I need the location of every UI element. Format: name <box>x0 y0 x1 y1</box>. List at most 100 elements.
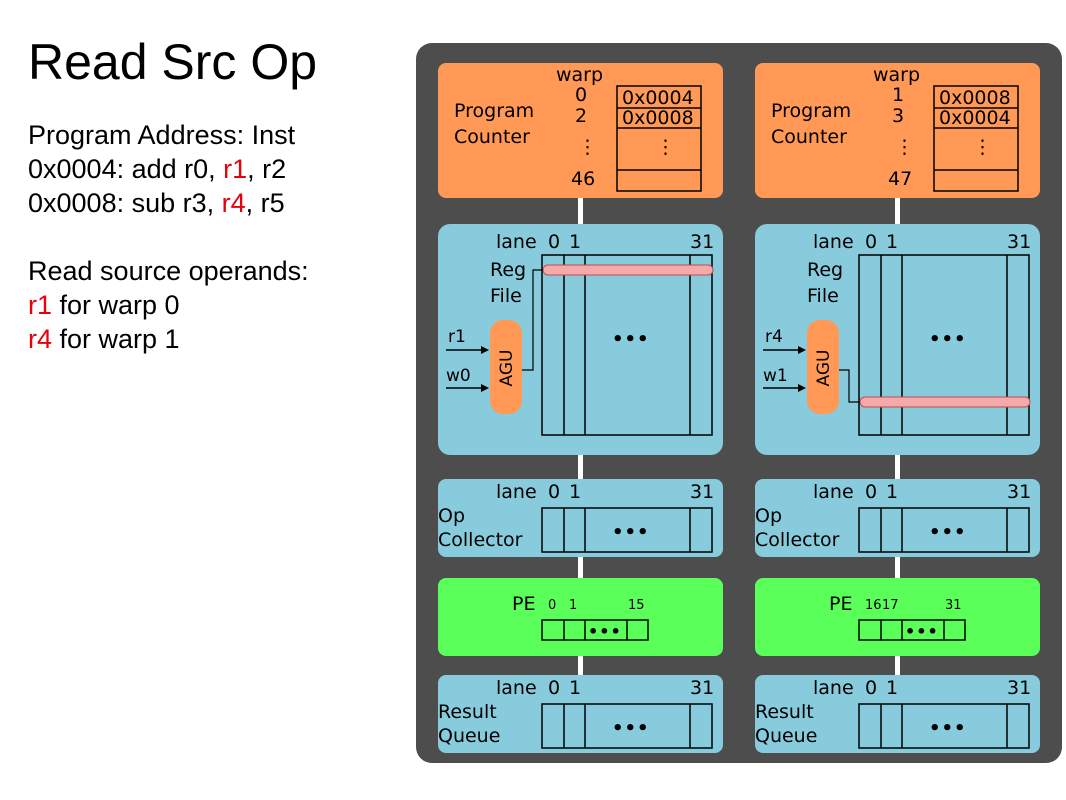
operand-input-label: r1 <box>448 327 466 347</box>
stage-connector <box>895 656 900 675</box>
vertical-ellipsis: ⋮ <box>578 136 597 158</box>
stage-connector <box>578 557 583 578</box>
register-file-grid <box>858 254 1030 436</box>
stage-connector <box>578 656 583 675</box>
lane-id: 1 <box>886 481 898 503</box>
operand-arrow-head <box>481 346 489 354</box>
warp-id: 3 <box>892 105 904 127</box>
program-counter-label: Program <box>771 100 851 122</box>
operand-collector-stage <box>755 479 1040 557</box>
operand-collector-label: Collector <box>755 529 840 551</box>
pc-table <box>616 85 702 192</box>
ellipsis: ••• <box>905 622 939 641</box>
program-counter-stage <box>438 63 723 198</box>
pc-table <box>933 85 1019 192</box>
result-queue-label: Result <box>755 701 814 723</box>
result-queue-stage <box>438 675 723 753</box>
warp-id: 0 <box>575 84 587 106</box>
ellipsis: ••• <box>588 622 622 641</box>
stage-connector <box>578 196 583 224</box>
warp-header: warp <box>556 64 603 86</box>
inst1-prefix: 0x0004: add r0, <box>28 154 224 184</box>
lane-header: lane <box>813 481 854 503</box>
program-counter-label: Program <box>454 100 534 122</box>
register-file-label: File <box>490 285 522 307</box>
ellipsis: ••• <box>612 718 650 739</box>
result-queue-label: Result <box>438 701 497 723</box>
result-queue-label: Queue <box>438 725 500 747</box>
processing-element-label: PE <box>829 593 852 615</box>
register-row-highlight <box>859 396 1031 408</box>
read2-rest: for warp 1 <box>52 324 180 354</box>
operand-collector-label: Collector <box>438 529 523 551</box>
program-header: Program Address: Inst <box>28 120 296 150</box>
register-file-grid <box>541 254 713 436</box>
read-line-1: r1 for warp 0 <box>28 288 309 322</box>
vertical-ellipsis: ⋮ <box>973 136 992 158</box>
processing-element-label: PE <box>512 593 535 615</box>
agu-unit <box>807 320 839 414</box>
lane-header: lane <box>813 677 854 699</box>
lane-id: 31 <box>690 231 714 253</box>
operand-input-label: r4 <box>765 327 783 347</box>
vertical-ellipsis: ⋮ <box>895 136 914 158</box>
processing-element-stage <box>755 578 1040 656</box>
slide-title: Read Src Op <box>28 34 318 90</box>
register-file-label: Reg <box>807 259 843 281</box>
lane-id: 0 <box>865 481 877 503</box>
ellipsis: ••• <box>929 522 967 543</box>
register-row-highlight <box>542 264 714 276</box>
read-header: Read source operands: <box>28 256 309 286</box>
operand-arrow-head <box>798 346 806 354</box>
warp-input-label: w1 <box>763 366 788 386</box>
result-queue-slots <box>858 703 1030 749</box>
agu-label: AGU <box>814 350 834 387</box>
inst1-suffix: , r2 <box>247 154 287 184</box>
warp-arrow-head <box>798 384 806 392</box>
result-queue-label: Queue <box>755 725 817 747</box>
warp-id: 2 <box>575 105 587 127</box>
read-line-2: r4 for warp 1 <box>28 322 309 356</box>
register-file-stage <box>755 224 1040 455</box>
stage-connector <box>895 196 900 224</box>
lane-id: 31 <box>690 677 714 699</box>
slide-body: Program Address: Inst 0x0004: add r0, r1… <box>28 118 309 356</box>
operand-collector-stage <box>438 479 723 557</box>
lane-id: 0 <box>548 677 560 699</box>
lane-id: 31 <box>690 481 714 503</box>
lane-id: 1 <box>569 231 581 253</box>
warp-header: warp <box>873 64 920 86</box>
lane-header: lane <box>496 677 537 699</box>
ellipsis: ••• <box>929 718 967 739</box>
read2-operand: r4 <box>28 324 53 354</box>
operand-collector-label: Op <box>755 505 782 527</box>
lane-id: 1 <box>569 481 581 503</box>
vertical-ellipsis: ⋮ <box>656 136 675 158</box>
inst1-operand: r1 <box>223 154 248 184</box>
warp-arrow-head <box>481 384 489 392</box>
instruction-line-2: 0x0008: sub r3, r4, r5 <box>28 186 309 220</box>
lane-id: 1 <box>886 231 898 253</box>
pe-id: 16 <box>865 598 882 613</box>
register-file-label: Reg <box>490 259 526 281</box>
instruction-line-1: 0x0004: add r0, r1, r2 <box>28 152 309 186</box>
processing-element-stage <box>438 578 723 656</box>
warp-id: 47 <box>888 168 912 190</box>
ellipsis: ••• <box>612 329 650 350</box>
lane-id: 31 <box>1007 677 1031 699</box>
agu-unit <box>490 320 522 414</box>
inst2-operand: r4 <box>221 188 246 218</box>
lane-header: lane <box>496 481 537 503</box>
agu-output-wire <box>839 369 860 403</box>
pe-slots <box>541 619 649 641</box>
pe-id: 0 <box>548 598 556 613</box>
pc-value: 0x0008 <box>622 107 694 129</box>
lane-id: 31 <box>1007 231 1031 253</box>
operand-collector-label: Op <box>438 505 465 527</box>
lane-id: 0 <box>865 677 877 699</box>
agu-output-wire <box>522 269 543 371</box>
lane-id: 1 <box>886 677 898 699</box>
result-queue-slots <box>541 703 713 749</box>
warp-id: 46 <box>571 168 595 190</box>
